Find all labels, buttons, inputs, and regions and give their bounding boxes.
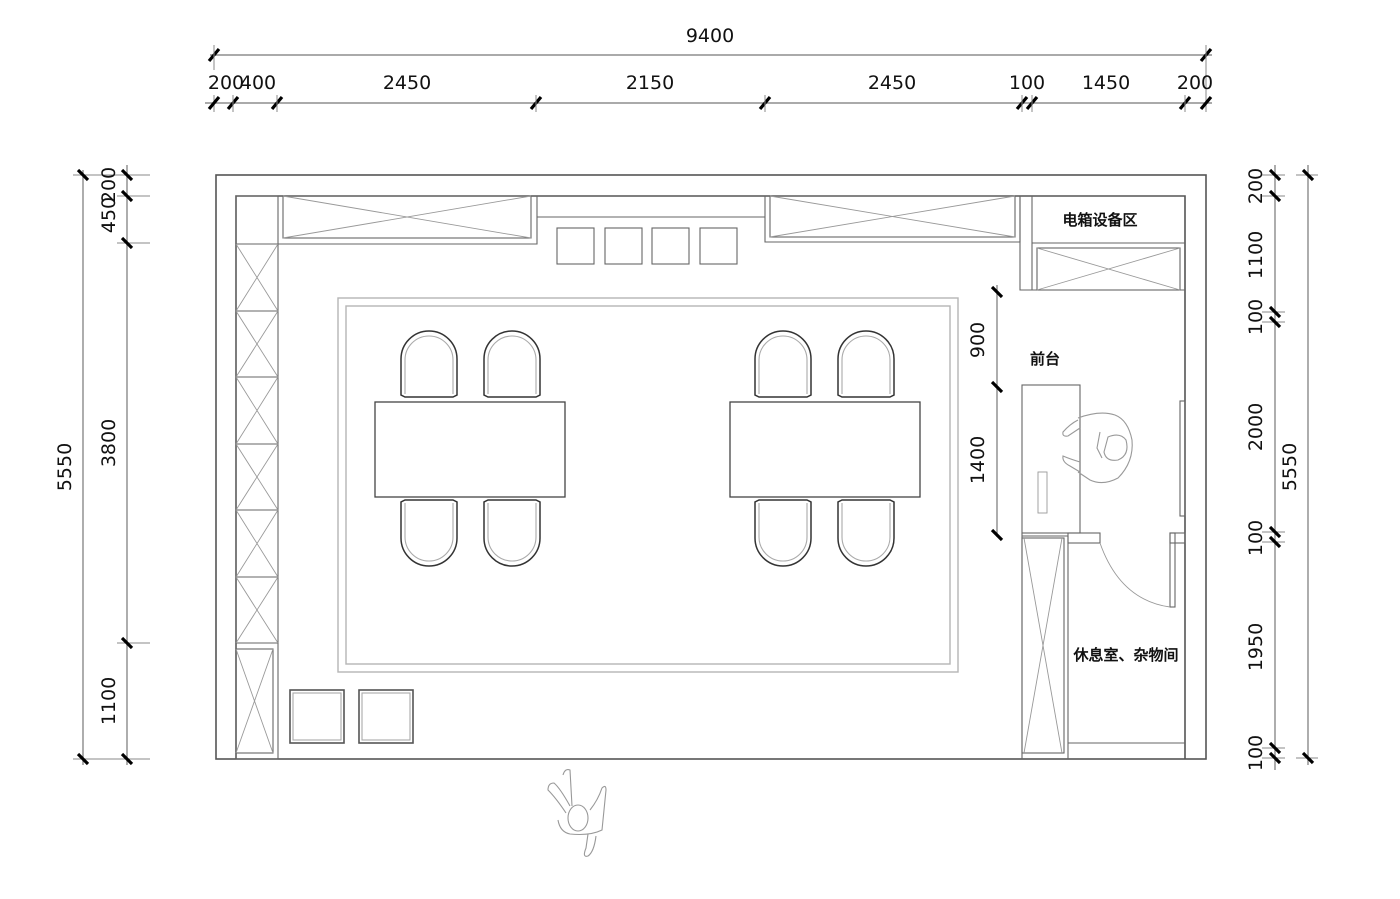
dim-left-3: 3800 [98, 419, 120, 467]
chair [837, 330, 895, 398]
dim-left-total: 5550 [54, 443, 76, 491]
door-jamb [1067, 532, 1101, 544]
chair [483, 330, 541, 398]
dim-right-5: 100 [1245, 520, 1267, 556]
dim-inner-2: 1400 [967, 436, 989, 484]
dim-top-5: 2450 [868, 72, 916, 94]
chair [754, 330, 812, 398]
dim-left-4: 1100 [98, 677, 120, 725]
table [374, 401, 566, 498]
dim-top-6: 100 [1009, 72, 1045, 94]
right-dimension-lines: 200 1100 100 2000 100 1950 100 5550 [1245, 165, 1318, 771]
dim-right-6: 1950 [1245, 623, 1267, 671]
top-stools [556, 227, 738, 265]
cabinet-units [235, 243, 279, 644]
reception-area: 前台 [1021, 350, 1186, 534]
inner-dimension-lines: 900 1400 [967, 285, 1004, 542]
dim-top-total: 9400 [686, 25, 734, 47]
chair [754, 499, 812, 567]
window-sill [1179, 400, 1186, 517]
dim-top-3: 2450 [383, 72, 431, 94]
dim-top-8: 200 [1177, 72, 1213, 94]
lounge-storage-room: 休息室、杂物间 [1021, 532, 1186, 759]
chair [400, 330, 458, 398]
table [729, 401, 921, 498]
door-swing-arc [1099, 542, 1171, 608]
room-label-lounge: 休息室、杂物间 [1072, 646, 1178, 664]
dim-left-1: 200 [98, 167, 120, 203]
chair [837, 499, 895, 567]
dim-right-1: 200 [1245, 168, 1267, 204]
visitor-person-icon [547, 769, 607, 857]
dim-right-4: 2000 [1245, 403, 1267, 451]
monitor [1037, 471, 1048, 514]
dim-top-1: 200 [208, 72, 244, 94]
dim-top-2: 400 [240, 72, 276, 94]
left-dimension-lines: 5550 200 450 3800 1100 [54, 165, 150, 766]
dim-right-2: 1100 [1245, 231, 1267, 279]
door-leaf [1169, 532, 1176, 608]
left-wall-cabinets [235, 195, 279, 760]
electrical-equipment-area: 电箱设备区 [1019, 196, 1185, 291]
room-label-electrical: 电箱设备区 [1062, 211, 1137, 229]
dim-top-4: 2150 [626, 72, 674, 94]
dim-right-7: 100 [1245, 735, 1267, 771]
dining-set-right [729, 330, 921, 567]
dim-right-total: 5550 [1279, 443, 1301, 491]
dim-inner-1: 900 [967, 322, 989, 358]
bottom-stools [289, 689, 414, 744]
dim-left-2: 450 [98, 197, 120, 233]
chair [483, 499, 541, 567]
rug [337, 297, 959, 673]
person-icon [1062, 412, 1133, 484]
dining-set-left [374, 330, 566, 567]
chair [400, 499, 458, 567]
room-label-reception: 前台 [1030, 350, 1060, 368]
dim-top-7: 1450 [1082, 72, 1130, 94]
top-cabinets [278, 195, 1021, 245]
reception-desk [1021, 384, 1081, 534]
top-dimension-lines: 9400 200 400 2450 2150 2450 100 1450 200 [205, 25, 1213, 112]
dim-right-3: 100 [1245, 299, 1267, 335]
